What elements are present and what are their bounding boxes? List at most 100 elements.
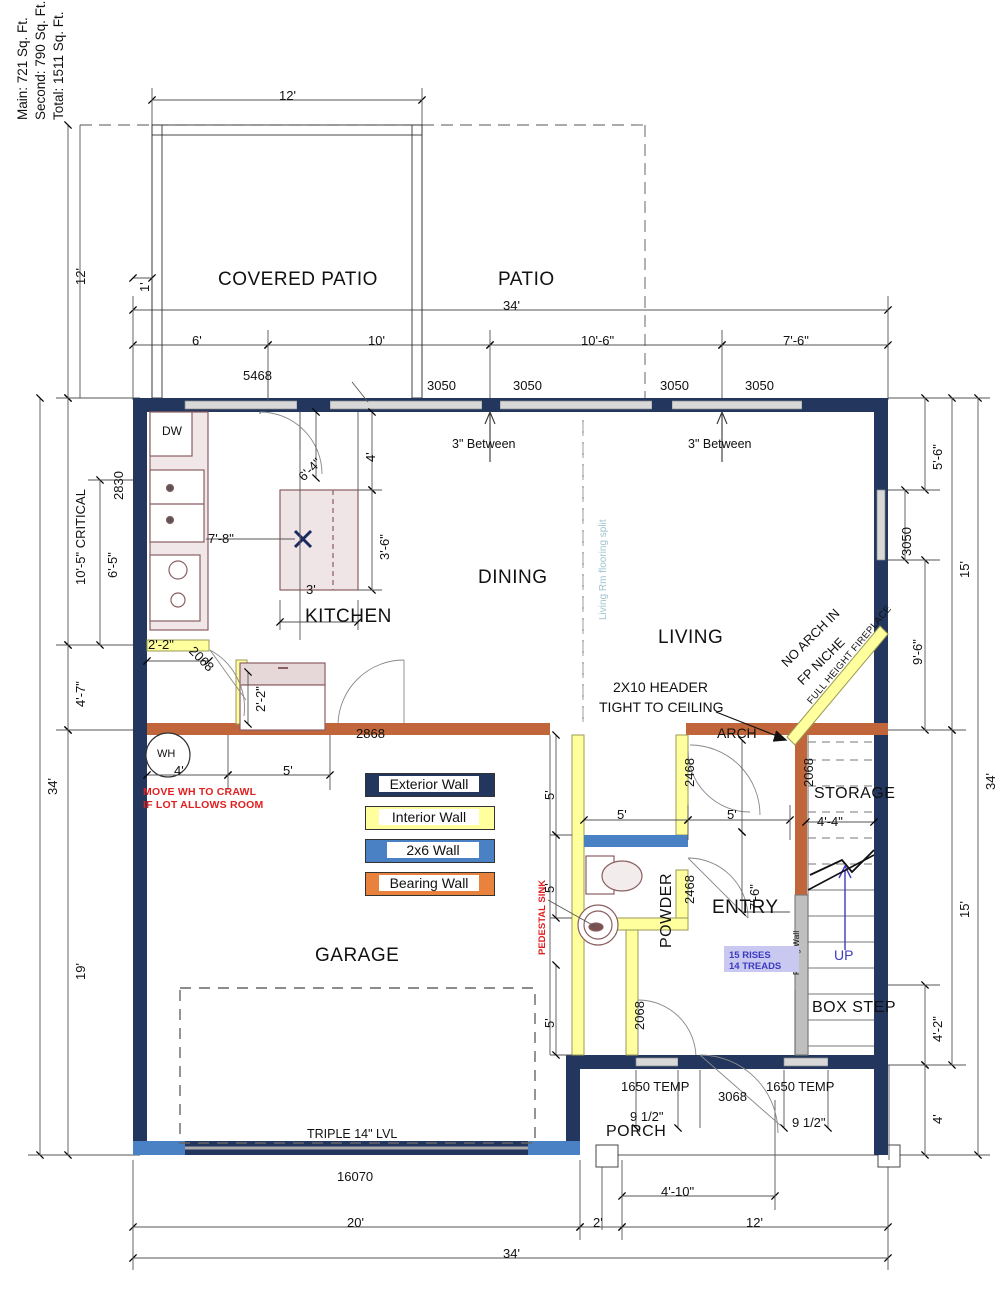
- dim-island-depth: 3'-6": [377, 534, 392, 560]
- window-tag-3050-c: 3050: [660, 378, 689, 393]
- room-label-entry: ENTRY: [712, 897, 779, 918]
- exterior-walls: [133, 398, 888, 1155]
- door-tag-2830: 2830: [111, 471, 126, 500]
- lvl-note: TRIPLE 14" LVL: [307, 1127, 398, 1141]
- area-total: Total: 1511 Sq. Ft.: [51, 11, 66, 120]
- garage-door-tag: 16070: [337, 1169, 374, 1184]
- note-between-right: 3" Between: [688, 437, 752, 451]
- dim-wh-offset: 4': [174, 763, 184, 778]
- dim-storage-width: 4'-4": [817, 814, 843, 829]
- window-tag-3050-a: 3050: [427, 378, 456, 393]
- dishwasher-label: DW: [162, 424, 182, 438]
- area-main: Main: 721 Sq. Ft.: [15, 17, 30, 120]
- room-label-dining: DINING: [478, 567, 548, 588]
- door-tag-2468-a: 2468: [682, 758, 697, 787]
- dim-top-seg-2: 10': [368, 333, 385, 348]
- staircase: [794, 735, 875, 1056]
- legend-label-interior-wall: Interior Wall: [379, 809, 479, 825]
- dim-powder-wall-d: 5': [542, 1018, 557, 1028]
- island-center-marker: [293, 529, 313, 549]
- dim-stair-depth: 7'-6": [747, 884, 762, 910]
- door-tag-3068: 3068: [718, 1089, 747, 1104]
- door-tag-2068-entry: 2068: [801, 758, 816, 787]
- dim-right-upper-total: 15': [957, 561, 972, 578]
- dim-porch-width: 4'-10": [661, 1184, 695, 1199]
- dim-island-width: 3': [306, 582, 316, 597]
- legend-label-bearing-wall: Bearing Wall: [379, 875, 479, 891]
- legend-label-2x6-wall: 2x6 Wall: [387, 842, 479, 858]
- note-stairs-up: UP: [834, 947, 854, 963]
- dim-porch-left-jamb: 9 1/2": [630, 1109, 664, 1124]
- window-tag-3050-d: 3050: [745, 378, 774, 393]
- note-header-line2: TIGHT TO CEILING: [599, 699, 724, 715]
- dim-entry-wall: 5': [727, 807, 737, 822]
- dim-left-garage-depth: 19': [73, 963, 88, 980]
- dim-fridge: 2'-2": [253, 686, 268, 712]
- note-header-line1: 2X10 HEADER: [613, 679, 708, 695]
- dim-bottom-overall: 34': [503, 1246, 520, 1261]
- temp-glass-left: 1650 TEMP: [621, 1079, 690, 1094]
- note-between-left: 3" Between: [452, 437, 516, 451]
- dim-left-seg-4-7: 4'-7": [73, 681, 88, 707]
- dim-right-lower-total: 15': [957, 901, 972, 918]
- room-label-garage: GARAGE: [315, 945, 400, 966]
- note-arch: ARCH: [717, 725, 757, 741]
- stair-count-line2: 14 TREADS: [729, 961, 782, 972]
- door-tag-2868: 2868: [356, 726, 385, 741]
- dim-top-overall: 34': [503, 298, 520, 313]
- dim-right-seg-9-6: 9'-6": [910, 639, 925, 665]
- note-flooring-split: Living Rm flooring split: [598, 519, 609, 620]
- dim-bottom-garage: 20': [347, 1215, 364, 1230]
- window-tag-5468: 5468: [243, 368, 272, 383]
- dim-patio-width: 12': [279, 88, 296, 103]
- dim-island-top: 4': [363, 452, 378, 462]
- dim-left-kitchen-window: 6'-5": [105, 552, 120, 578]
- exterior-windows: [184, 398, 886, 561]
- area-second: Second: 790 Sq. Ft.: [33, 0, 48, 120]
- room-label-box-step: BOX STEP: [812, 999, 897, 1016]
- room-label-living: LIVING: [658, 627, 724, 648]
- room-label-covered-patio: COVERED PATIO: [218, 269, 378, 290]
- dim-right-overall: 34': [983, 773, 998, 790]
- dim-right-seg-5-6: 5'-6": [930, 444, 945, 470]
- temp-glass-right: 1650 TEMP: [766, 1079, 835, 1094]
- legend-row-bearing-wall: Bearing Wall: [365, 872, 495, 896]
- dim-kitchen-door-offset: 2'-2": [148, 637, 174, 652]
- door-tag-2468-b: 2468: [682, 875, 697, 904]
- dim-right-seg-4: 4': [930, 1114, 945, 1124]
- dim-top-seg-4: 7'-6": [783, 333, 809, 348]
- dim-island-to-sink: 7'-8": [208, 531, 234, 546]
- legend-row-2x6-wall: 2x6 Wall: [365, 839, 495, 863]
- legend-row-exterior-wall: Exterior Wall: [365, 773, 495, 797]
- dim-bottom-entry: 12': [746, 1215, 763, 1230]
- dim-right-seg-4-2: 4'-2": [930, 1016, 945, 1042]
- 2x6-walls: [584, 835, 688, 847]
- dim-wh-to-wall: 5': [283, 763, 293, 778]
- dim-left-critical: 10'-5" CRITICAL: [73, 489, 88, 585]
- garage-door-wall: [133, 1141, 580, 1155]
- room-label-porch: PORCH: [606, 1123, 667, 1140]
- kitchen-fixtures: [149, 411, 359, 731]
- legend-row-interior-wall: Interior Wall: [365, 806, 495, 830]
- dim-powder-wall-b: 5': [542, 790, 557, 800]
- dim-top-seg-1: 6': [192, 333, 202, 348]
- door-tag-2468-c: 2068: [632, 1001, 647, 1030]
- move-wh-note-line2: IF LOT ALLOWS ROOM: [143, 799, 264, 811]
- stair-up-arrow: [838, 864, 852, 950]
- water-heater-label: WH: [157, 748, 176, 760]
- legend-label-exterior-wall: Exterior Wall: [379, 776, 479, 792]
- dim-top-seg-3: 10'-6": [581, 333, 615, 348]
- stair-count-line1: 15 RISES: [729, 950, 771, 961]
- move-wh-note-line1: MOVE WH TO CRAWL: [143, 786, 257, 798]
- garage-opening: [179, 987, 536, 1144]
- dim-bottom-porch: 2': [593, 1215, 603, 1230]
- dim-left-overall: 34': [45, 778, 60, 795]
- room-label-kitchen: KITCHEN: [305, 606, 392, 627]
- front-entry-glazing: [622, 1055, 846, 1069]
- dim-top-offset: 1': [137, 282, 152, 292]
- note-pedestal-sink: PEDESTAL SINK: [537, 879, 548, 955]
- room-label-patio: PATIO: [498, 269, 555, 290]
- dim-porch-right-jamb: 9 1/2": [792, 1115, 826, 1130]
- dim-powder-wall-a: 5': [617, 807, 627, 822]
